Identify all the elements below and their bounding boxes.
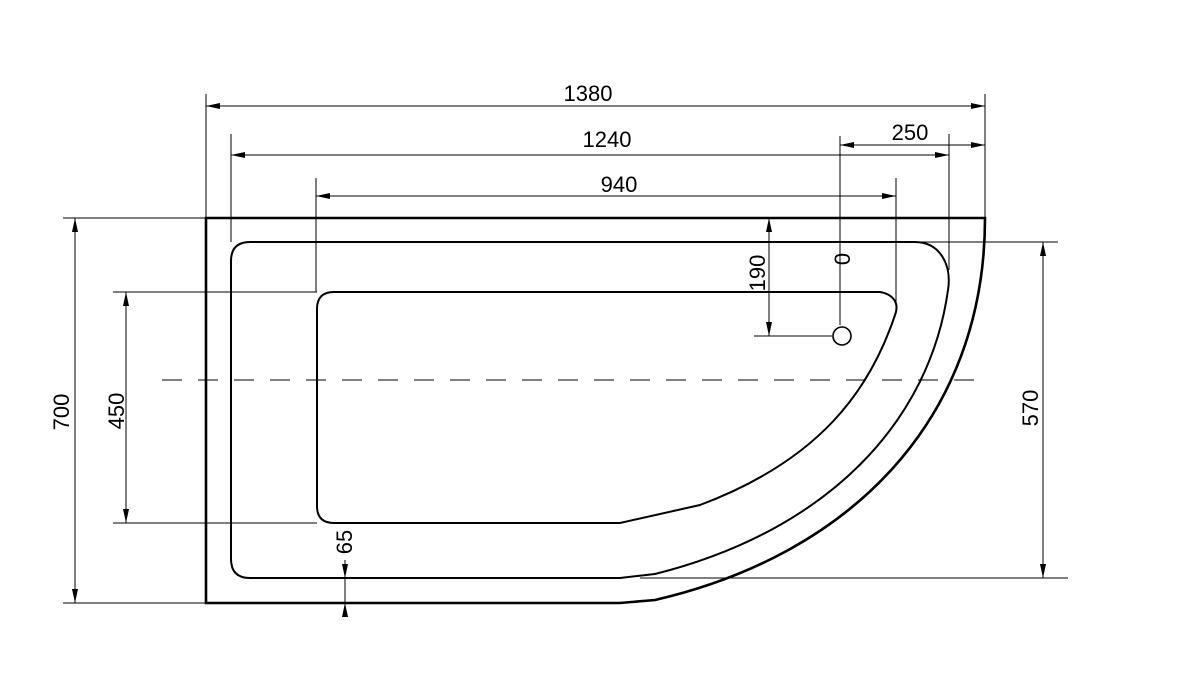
bathtub-outlines bbox=[162, 216, 990, 605]
dim-overall-length: 1380 bbox=[564, 81, 613, 106]
rim-contour bbox=[230, 241, 950, 579]
dim-drain-offset-y: 190 bbox=[745, 255, 770, 292]
dimension-labels: 1380 1240 940 250 190 0 700 450 570 65 bbox=[49, 81, 1043, 554]
outer-contour bbox=[204, 216, 987, 605]
basin-contour bbox=[316, 291, 898, 524]
drain-circle bbox=[832, 326, 852, 346]
dim-drain-offset-x: 250 bbox=[892, 120, 929, 145]
dim-overall-width: 700 bbox=[49, 394, 74, 431]
dim-rim-width: 570 bbox=[1018, 390, 1043, 427]
extension-lines bbox=[63, 94, 1068, 604]
dim-rim-length: 1240 bbox=[583, 127, 632, 152]
dim-drain-marker: 0 bbox=[830, 253, 855, 265]
dim-basin-width: 450 bbox=[104, 393, 129, 430]
dimension-lines bbox=[72, 103, 1046, 617]
dim-basin-length: 940 bbox=[601, 172, 638, 197]
dim-rim-offset: 65 bbox=[332, 530, 357, 554]
